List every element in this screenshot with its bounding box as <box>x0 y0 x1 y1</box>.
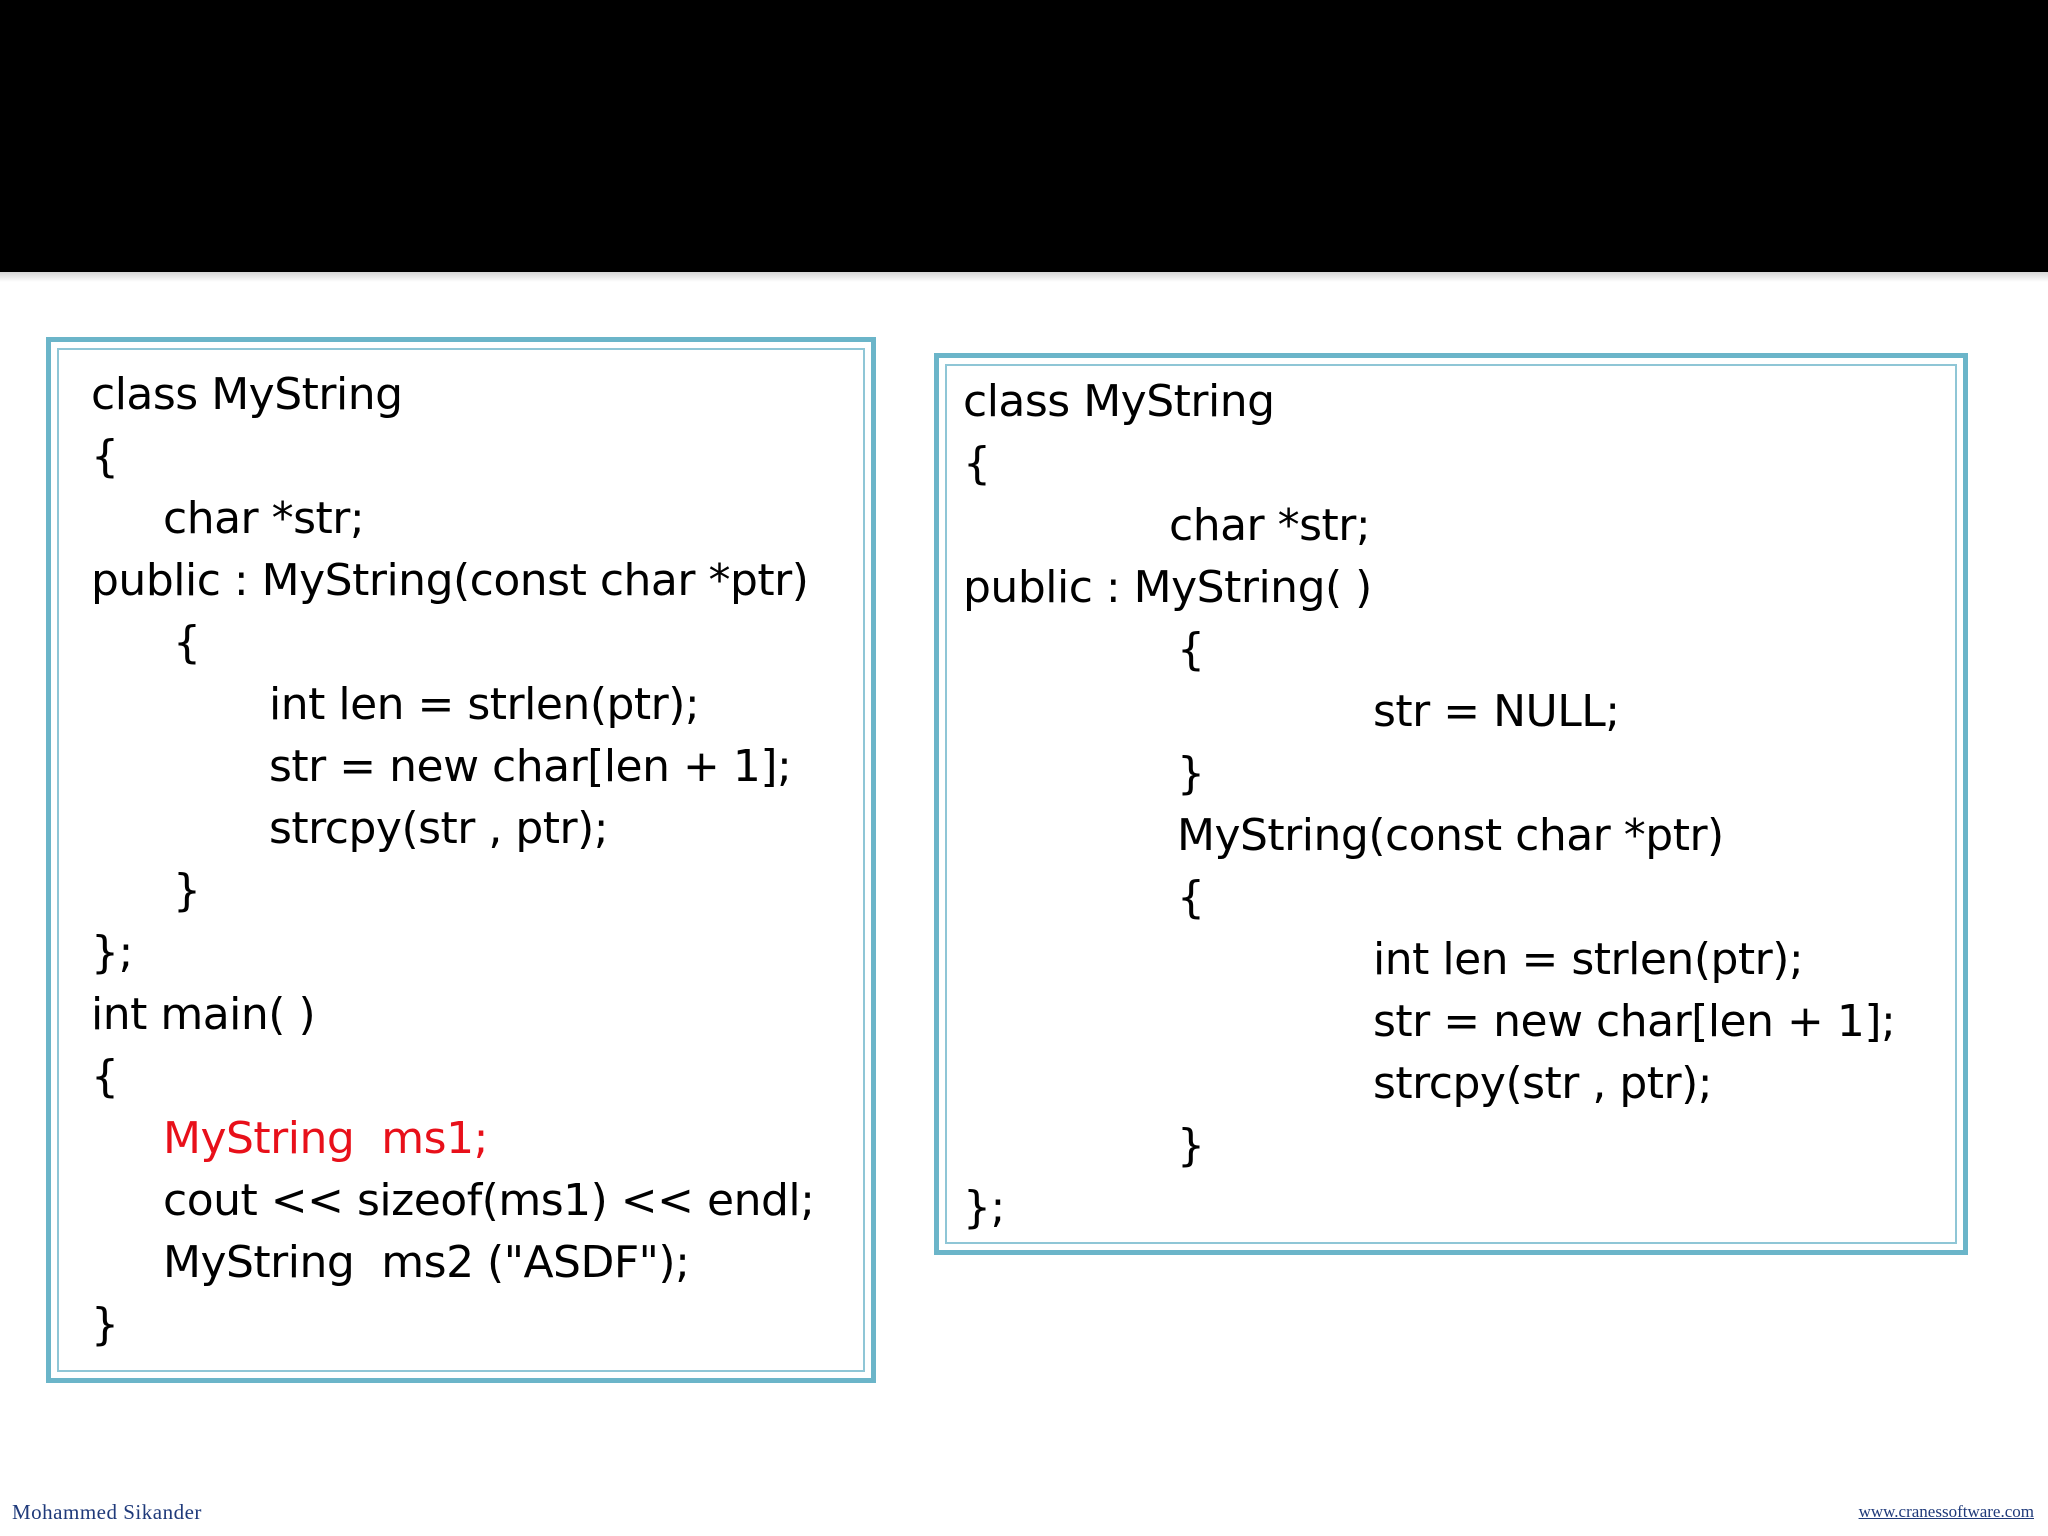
title-bar <box>0 0 2048 272</box>
code-line: } <box>173 865 201 916</box>
footer-website-link[interactable]: www.cranessoftware.com <box>1858 1502 2034 1521</box>
code-line: char *str; <box>1169 500 1371 551</box>
code-line: int main( ) <box>91 989 316 1040</box>
code-line: { <box>91 431 119 482</box>
code-box-left: class MyString { char *str; public : MyS… <box>46 337 876 1383</box>
code-line-highlighted: MyString ms1; <box>163 1113 488 1164</box>
code-line: { <box>1177 624 1205 675</box>
code-line: MyString ms2 ("ASDF"); <box>163 1237 690 1288</box>
code-line: int len = strlen(ptr); <box>269 679 700 730</box>
code-line: }; <box>963 1182 1005 1233</box>
code-line: } <box>1177 1120 1205 1171</box>
code-line: MyString(const char *ptr) <box>1177 810 1724 861</box>
code-line: class MyString <box>963 376 1275 427</box>
code-line: str = NULL; <box>1373 686 1620 737</box>
code-line: str = new char[len + 1]; <box>1373 996 1896 1047</box>
code-line: char *str; <box>163 493 365 544</box>
code-line: public : MyString(const char *ptr) <box>91 555 809 606</box>
title-divider <box>0 272 2048 282</box>
code-line: { <box>1177 872 1205 923</box>
code-line: str = new char[len + 1]; <box>269 741 792 792</box>
code-line: strcpy(str , ptr); <box>269 803 609 854</box>
code-line: { <box>173 617 201 668</box>
code-line: { <box>963 438 991 489</box>
code-line: strcpy(str , ptr); <box>1373 1058 1713 1109</box>
code-line: } <box>91 1299 119 1350</box>
code-line: } <box>1177 748 1205 799</box>
footer-author: Mohammed Sikander <box>12 1500 202 1524</box>
code-line: int len = strlen(ptr); <box>1373 934 1804 985</box>
code-line: public : MyString( ) <box>963 562 1372 613</box>
code-line: cout << sizeof(ms1) << endl; <box>163 1175 815 1226</box>
code-box-right: class MyString { char *str; public : MyS… <box>934 353 1968 1255</box>
code-line: class MyString <box>91 369 403 420</box>
code-line: { <box>91 1051 119 1102</box>
code-line: }; <box>91 927 133 978</box>
